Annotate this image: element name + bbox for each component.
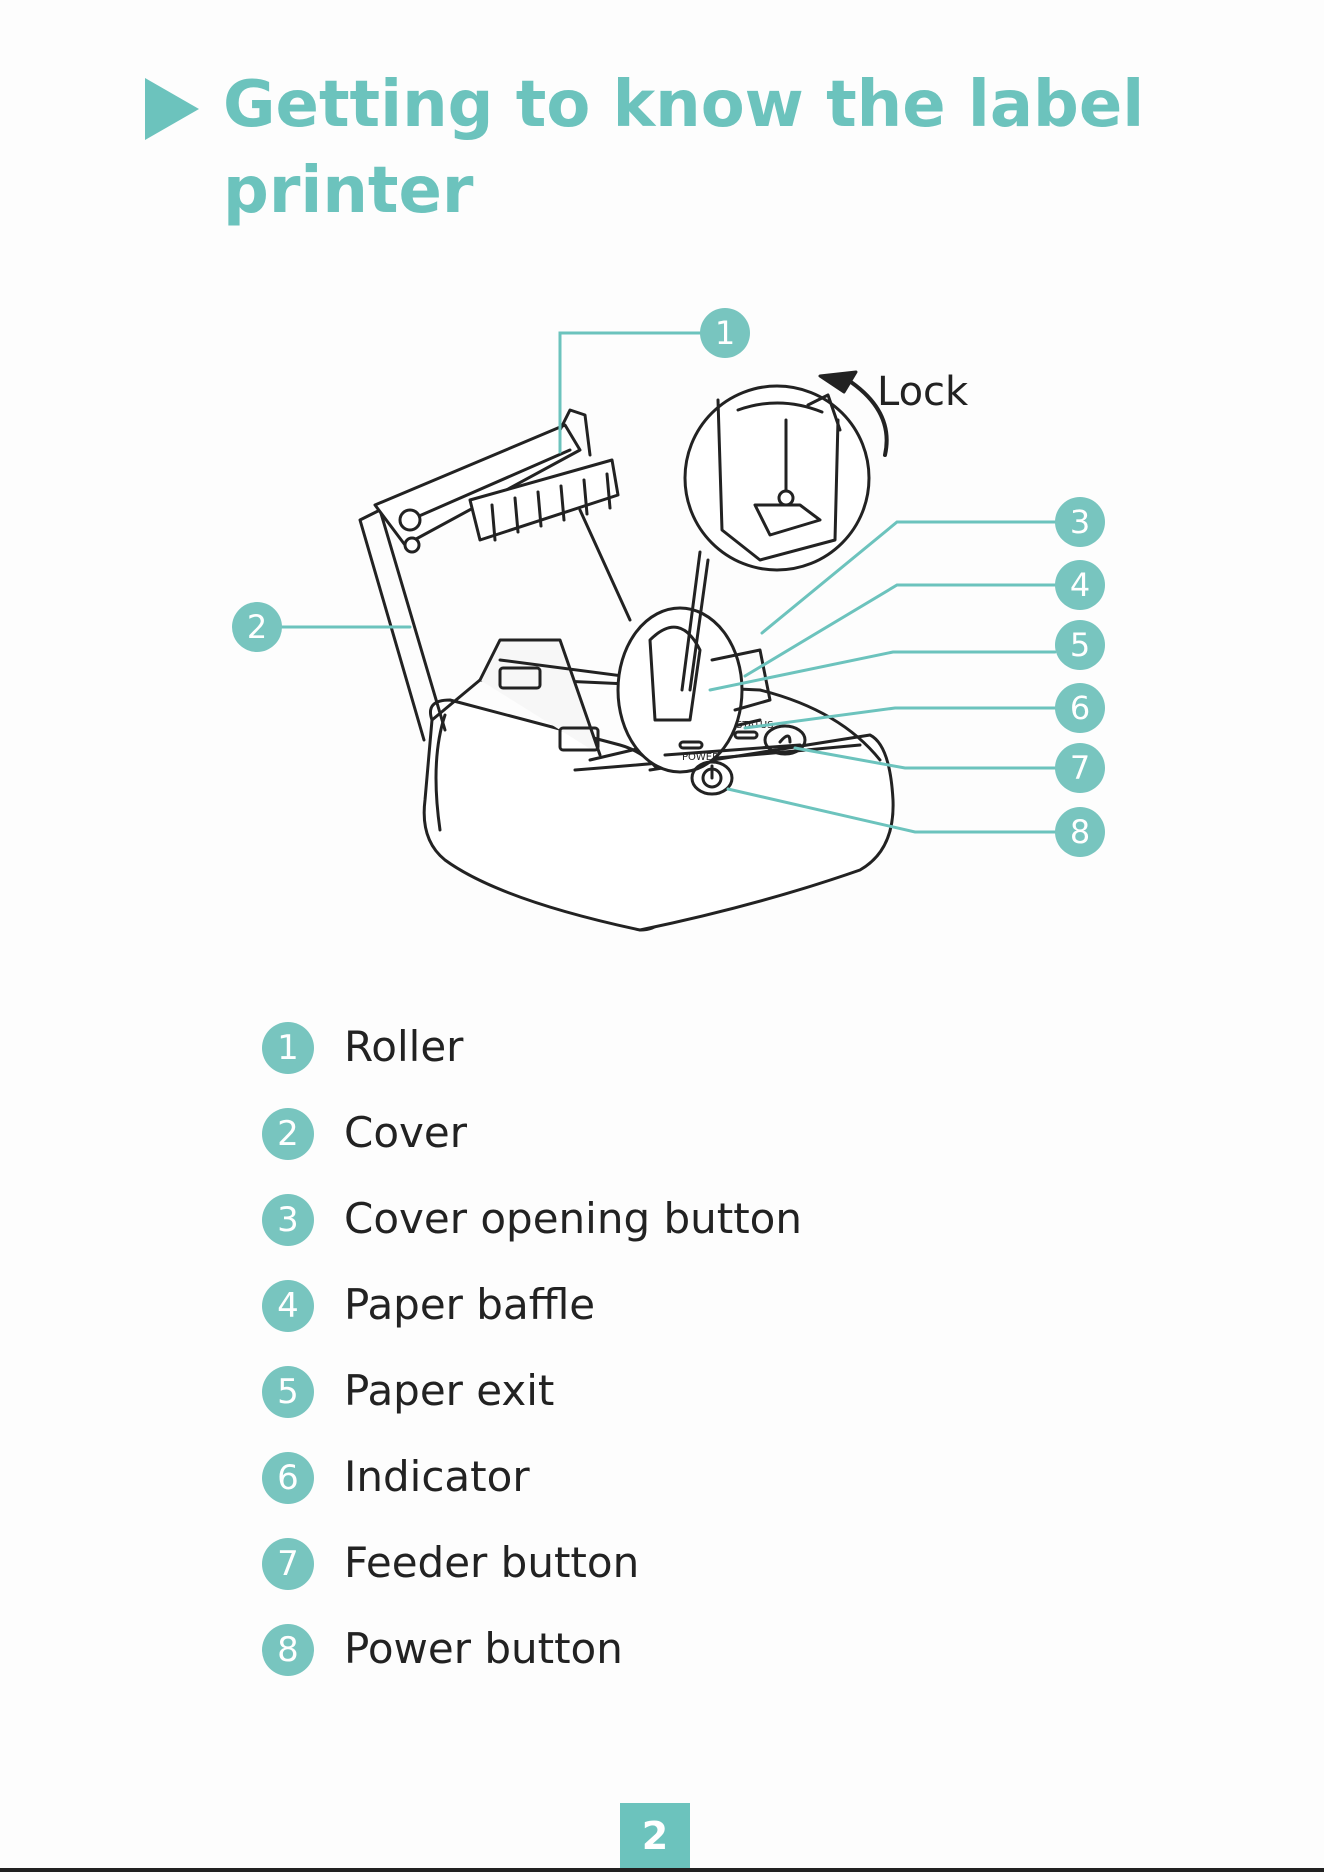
legend-item-indicator: 6 Indicator (262, 1452, 1162, 1538)
legend-label: Power button (344, 1621, 623, 1677)
legend-item-cover: 2 Cover (262, 1108, 1162, 1194)
leader-1 (560, 333, 700, 452)
legend-label: Cover (344, 1105, 467, 1161)
legend-item-paper-exit: 5 Paper exit (262, 1366, 1162, 1452)
printer-illustration: POWER STATUS (0, 290, 1324, 980)
legend-item-paper-baffle: 4 Paper baffle (262, 1280, 1162, 1366)
legend-label: Indicator (344, 1449, 530, 1505)
callout-3: 3 (1055, 497, 1105, 547)
svg-text:2: 2 (247, 608, 267, 646)
legend-label: Paper baffle (344, 1277, 595, 1333)
lock-label: Lock (877, 368, 968, 416)
play-triangle-icon (145, 78, 199, 140)
legend-number-badge: 2 (262, 1108, 314, 1160)
legend-number-badge: 4 (262, 1280, 314, 1332)
leader-4 (745, 585, 1055, 676)
svg-text:3: 3 (1070, 503, 1090, 541)
page-title: Getting to know the label printer (223, 62, 1223, 234)
section-header: Getting to know the label printer (145, 70, 1245, 240)
svg-text:7: 7 (1070, 749, 1090, 787)
legend-number-badge: 3 (262, 1194, 314, 1246)
svg-text:1: 1 (715, 314, 735, 352)
page-number: 2 (620, 1803, 690, 1869)
printer-diagram: POWER STATUS (0, 290, 1324, 980)
svg-text:6: 6 (1070, 689, 1090, 727)
callout-5: 5 (1055, 620, 1105, 670)
legend-number-badge: 8 (262, 1624, 314, 1676)
legend-label: Paper exit (344, 1363, 554, 1419)
svg-text:POWER: POWER (682, 752, 719, 763)
legend-label: Feeder button (344, 1535, 639, 1591)
legend-label: Cover opening button (344, 1191, 802, 1247)
bottom-divider (0, 1868, 1324, 1872)
legend-item-cover-opening-button: 3 Cover opening button (262, 1194, 1162, 1280)
callout-6: 6 (1055, 683, 1105, 733)
legend-item-roller: 1 Roller (262, 1022, 1162, 1108)
legend-number-badge: 6 (262, 1452, 314, 1504)
parts-legend: 1 Roller 2 Cover 3 Cover opening button … (262, 1022, 1162, 1710)
callout-8: 8 (1055, 807, 1105, 857)
legend-item-feeder-button: 7 Feeder button (262, 1538, 1162, 1624)
legend-item-power-button: 8 Power button (262, 1624, 1162, 1710)
callout-1: 1 (700, 308, 750, 358)
svg-text:5: 5 (1070, 626, 1090, 664)
svg-text:4: 4 (1070, 566, 1090, 604)
legend-label: Roller (344, 1019, 463, 1075)
svg-text:8: 8 (1070, 813, 1090, 851)
legend-number-badge: 5 (262, 1366, 314, 1418)
callout-2: 2 (232, 602, 282, 652)
legend-number-badge: 1 (262, 1022, 314, 1074)
legend-number-badge: 7 (262, 1538, 314, 1590)
leader-6 (745, 708, 1055, 728)
callout-4: 4 (1055, 560, 1105, 610)
callout-7: 7 (1055, 743, 1105, 793)
